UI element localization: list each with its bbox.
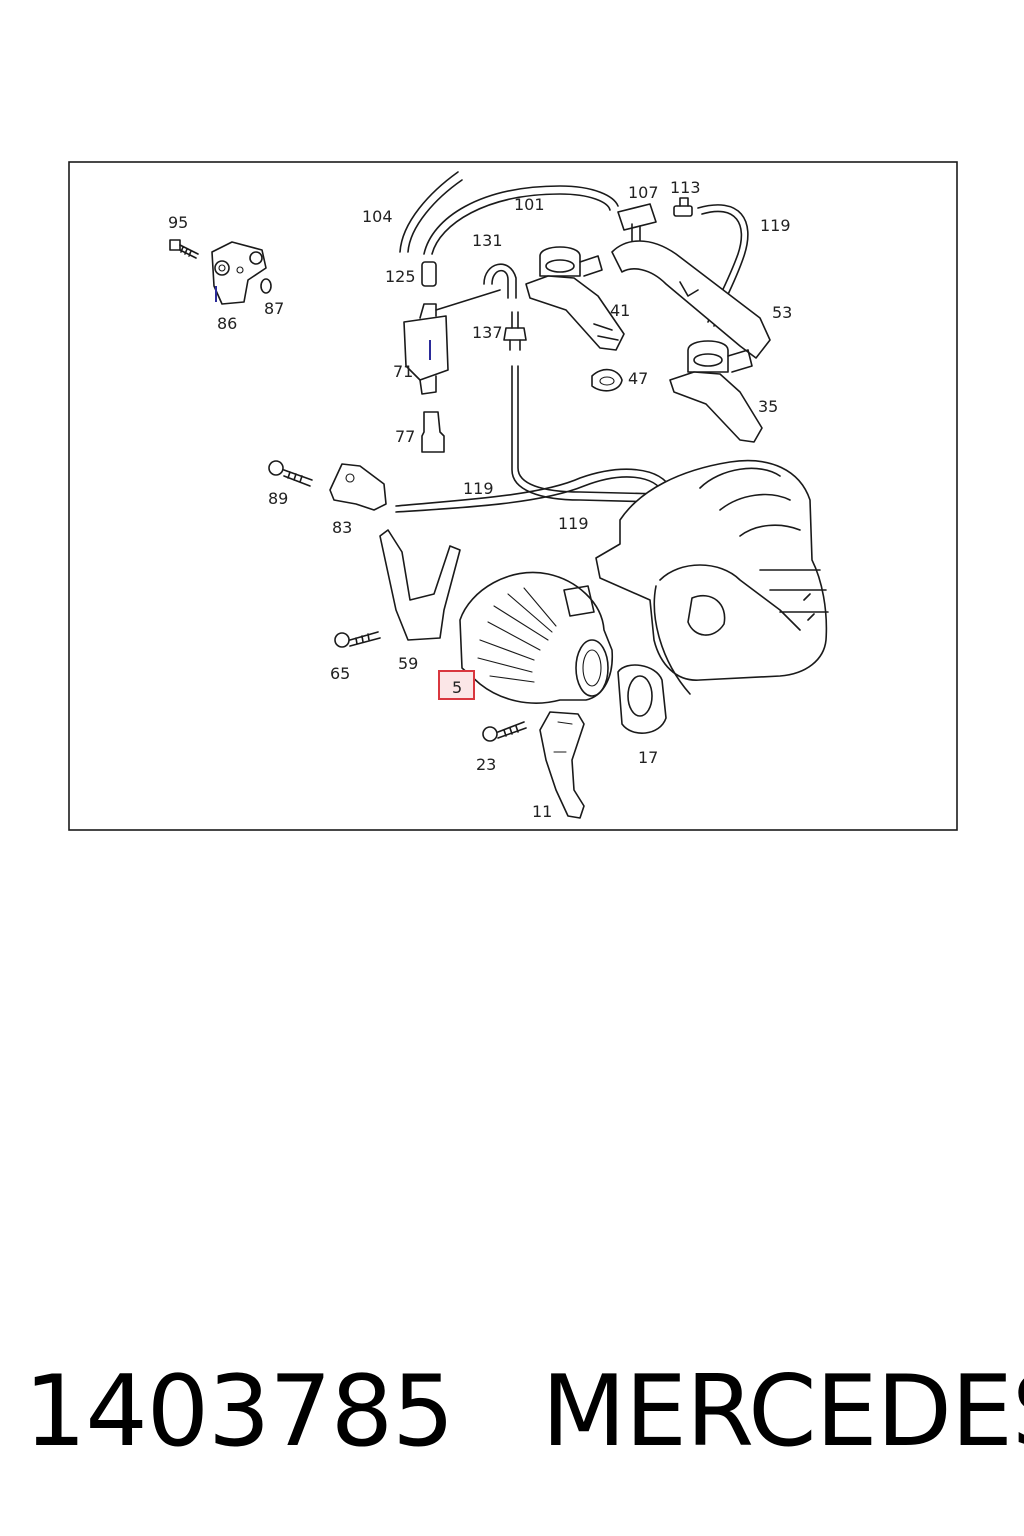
callout-86: 86 (217, 314, 237, 333)
part-89-bolt (268, 460, 313, 487)
callout-119-middle: 119 (463, 479, 494, 498)
callout-104: 104 (362, 207, 393, 226)
callout-59: 59 (398, 654, 418, 673)
part-125-sleeve (421, 261, 437, 287)
callout-113: 113 (670, 178, 701, 197)
callout-131: 131 (472, 231, 503, 250)
caption-part-number: 1403785 (24, 1355, 454, 1469)
callout-125: 125 (385, 267, 416, 286)
part-87-o-ring (260, 278, 272, 294)
callout-5[interactable]: 5 (452, 678, 462, 697)
part-107-tee (617, 203, 657, 231)
part-83-bracket (329, 463, 387, 511)
part-119-hose-middle (395, 468, 677, 529)
callout-labels: 95 86 87 104 101 125 131 107 113 119 41 … (168, 178, 792, 821)
part-11-bracket (539, 711, 585, 819)
part-35-valve (669, 340, 763, 443)
part-5-air-pump (459, 571, 614, 704)
callout-107: 107 (628, 183, 659, 202)
callout-47: 47 (628, 369, 648, 388)
callout-89: 89 (268, 489, 288, 508)
callout-95: 95 (168, 213, 188, 232)
callout-87: 87 (264, 299, 284, 318)
part-23-bolt (482, 721, 527, 742)
part-59-bracket (379, 529, 461, 641)
part-17-mount (617, 664, 667, 734)
caption: 1403785 MERCEDES (24, 1355, 1024, 1469)
callout-101: 101 (514, 195, 545, 214)
callout-137: 137 (472, 323, 503, 342)
caption-brand: MERCEDES (541, 1355, 1024, 1469)
callout-35: 35 (758, 397, 778, 416)
part-113-connector (673, 197, 693, 217)
callout-11: 11 (532, 802, 552, 821)
part-137-check-valve (503, 311, 527, 351)
part-71-solenoid (403, 289, 501, 395)
callout-23: 23 (476, 755, 496, 774)
part-47-gasket (591, 368, 623, 392)
callout-83: 83 (332, 518, 352, 537)
part-86-sensor (211, 241, 267, 305)
part-53-pipe (611, 240, 771, 359)
callout-41: 41 (610, 301, 630, 320)
callout-119-lower: 119 (558, 514, 589, 533)
part-hose-137-lower (511, 365, 663, 503)
part-41-valve (525, 246, 625, 351)
part-95-bolt (169, 239, 199, 259)
engine-intake-manifold (595, 459, 829, 695)
part-65-bolt (334, 631, 381, 648)
diagram-frame (68, 161, 958, 831)
part-131-hose (483, 263, 517, 299)
callout-65: 65 (330, 664, 350, 683)
callout-17: 17 (638, 748, 658, 767)
callout-53: 53 (772, 303, 792, 322)
part-101-hose (423, 185, 619, 255)
callout-71: 71 (393, 362, 413, 381)
callout-77: 77 (395, 427, 415, 446)
part-77-cap (421, 411, 445, 453)
callout-119-top: 119 (760, 216, 791, 235)
callout-5-highlight-box[interactable] (438, 670, 475, 700)
part-104-hose (399, 171, 463, 253)
